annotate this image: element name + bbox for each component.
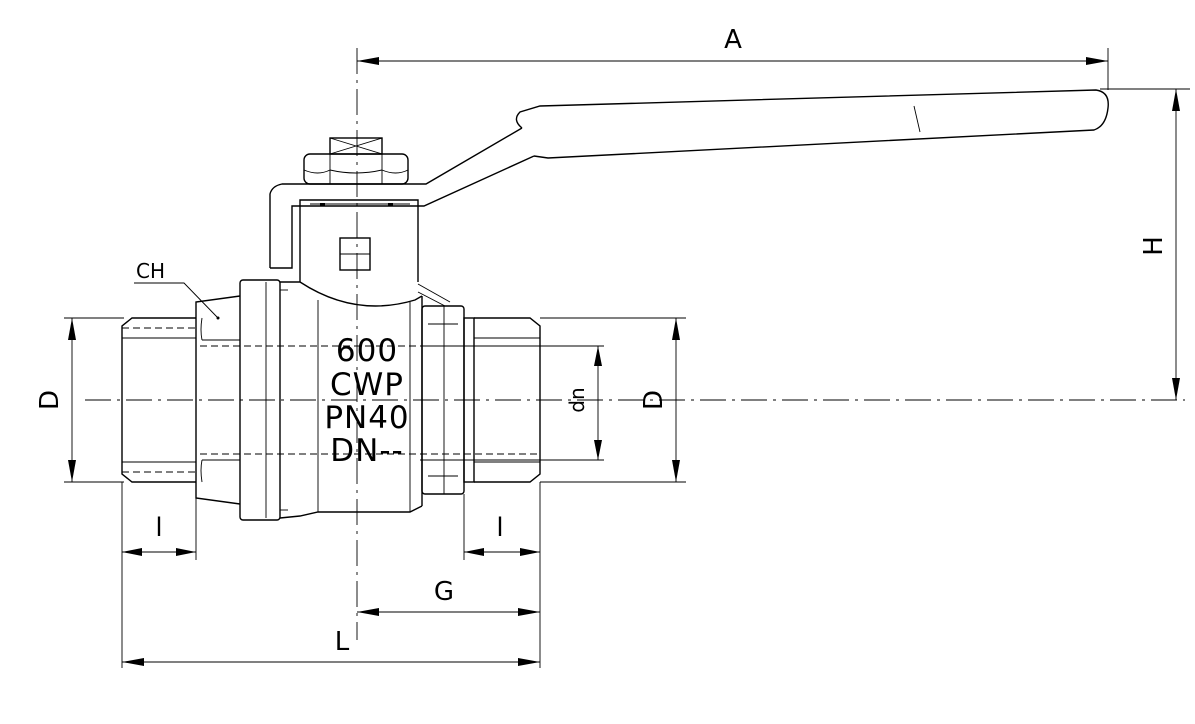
dimension-l-left: l [121,482,197,560]
dim-label-D-right: D [639,390,669,410]
stem-housing [299,199,451,307]
dim-label-CH: CH [136,259,165,283]
label-CH: CH [134,259,219,319]
lever-handle [269,89,1109,269]
right-union-nut [421,305,475,495]
dimension-D-right: D [540,317,686,483]
marking-line-2: CWP [330,367,404,403]
dimension-dn: dn [565,346,602,460]
dimension-l-right: l [463,482,541,668]
center-lines [85,48,1185,640]
marking-line-1: 600 [336,333,398,369]
dimension-G: G [357,577,540,616]
dimension-L: L [121,560,540,668]
marking-line-4: DN-- [330,433,403,469]
dim-label-l-right: l [496,513,503,543]
dimension-A: A [357,25,1109,90]
left-flange [239,279,288,521]
dim-label-A: A [724,25,742,55]
dim-label-l-left: l [155,513,162,543]
stem-nut [303,137,409,185]
dim-label-L: L [335,627,350,657]
dimension-H: H [1100,88,1190,400]
dimension-D-left: D [35,317,124,483]
body-marking: 600 CWP PN40 DN-- [324,333,409,469]
dim-label-G: G [434,577,454,607]
marking-line-3: PN40 [324,400,409,436]
dim-label-D-left: D [35,390,65,410]
left-threaded-end [121,317,196,483]
right-threaded-end [474,317,541,483]
dim-label-H: H [1139,236,1169,256]
dim-label-dn: dn [565,387,589,412]
